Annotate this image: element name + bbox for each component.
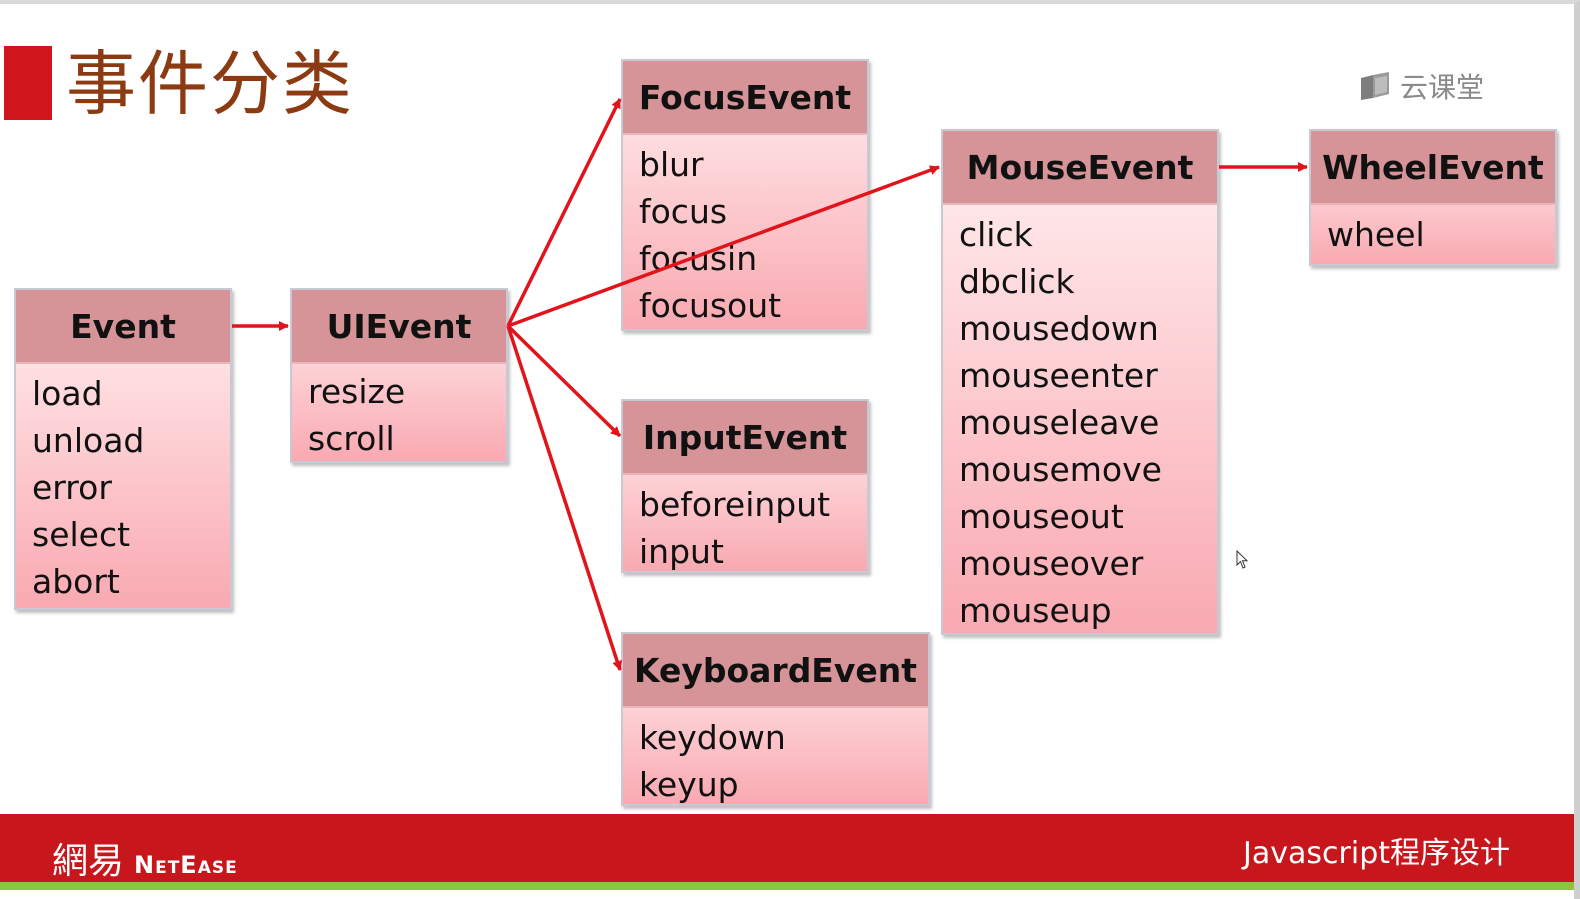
brand-en: NetEase — [134, 851, 238, 879]
list-item: load — [32, 374, 103, 413]
mouseevent-box: MouseEvent click dbclick mousedown mouse… — [941, 129, 1219, 635]
box-title: FocusEvent — [623, 61, 867, 135]
list-item: wheel — [1327, 215, 1425, 254]
list-item: beforeinput — [639, 485, 831, 524]
arrow-uievent-to-keyboardevent — [506, 325, 622, 671]
box-items: load unload error select abort — [16, 364, 230, 605]
box-items: wheel — [1311, 205, 1555, 258]
list-item: mousedown — [959, 309, 1159, 348]
focusevent-box: FocusEvent blur focus focusin focusout — [621, 59, 869, 331]
list-item: unload — [32, 421, 145, 460]
slide-title: 事件分类 — [66, 43, 354, 125]
list-item: focus — [639, 192, 728, 231]
title-accent-bar — [4, 46, 52, 120]
list-item: keydown — [639, 718, 786, 757]
list-item: click — [959, 215, 1033, 254]
footer-green-strip — [0, 882, 1574, 890]
list-item: focusout — [639, 286, 782, 325]
box-items: beforeinput input — [623, 475, 867, 575]
box-title: MouseEvent — [943, 131, 1217, 205]
box-items: click dbclick mousedown mouseenter mouse… — [943, 205, 1217, 634]
list-item: abort — [32, 562, 120, 601]
list-item: error — [32, 468, 112, 507]
list-item: dbclick — [959, 262, 1075, 301]
list-item: mousemove — [959, 450, 1162, 489]
box-title: WheelEvent — [1311, 131, 1555, 205]
arrow-uievent-to-mouseevent — [507, 165, 940, 328]
list-item: mouseup — [959, 591, 1112, 630]
arrows-layer — [232, 98, 1308, 671]
box-title: KeyboardEvent — [623, 634, 928, 708]
box-title: UIEvent — [292, 290, 506, 364]
book-icon — [1361, 72, 1389, 100]
box-items: keydown keyup — [623, 708, 928, 808]
mouse-cursor-icon — [1236, 550, 1249, 569]
box-title: InputEvent — [623, 401, 867, 475]
list-item: resize — [308, 372, 406, 411]
box-title: Event — [16, 290, 230, 364]
list-item: mouseover — [959, 544, 1144, 583]
list-item: mouseleave — [959, 403, 1160, 442]
arrow-uievent-to-focusevent — [506, 98, 622, 327]
course-name: Javascript程序设计 — [1243, 836, 1510, 871]
box-items: blur focus focusin focusout — [623, 135, 867, 329]
brand-cn: 網易 — [52, 841, 125, 882]
wheelevent-box: WheelEvent wheel — [1309, 129, 1557, 266]
box-items: resize scroll — [292, 364, 506, 462]
keyboardevent-box: KeyboardEvent keydown keyup — [621, 632, 930, 806]
netease-logo: 網易 NetEase — [52, 832, 238, 884]
arrow-uievent-to-inputevent — [506, 324, 622, 438]
list-item: keyup — [639, 765, 739, 804]
uievent-box: UIEvent resize scroll — [290, 288, 508, 463]
list-item: blur — [639, 145, 704, 184]
list-item: mouseout — [959, 497, 1124, 536]
list-item: select — [32, 515, 131, 554]
list-item: mouseenter — [959, 356, 1158, 395]
footer-bar: 網易 NetEase Javascript程序设计 — [0, 814, 1574, 882]
list-item: scroll — [308, 419, 395, 458]
event-box: Event load unload error select abort — [14, 288, 232, 610]
list-item: input — [639, 532, 724, 571]
yunketang-logo: 云课堂 — [1358, 66, 1484, 106]
logo-text: 云课堂 — [1400, 71, 1485, 104]
inputevent-box: InputEvent beforeinput input — [621, 399, 869, 573]
